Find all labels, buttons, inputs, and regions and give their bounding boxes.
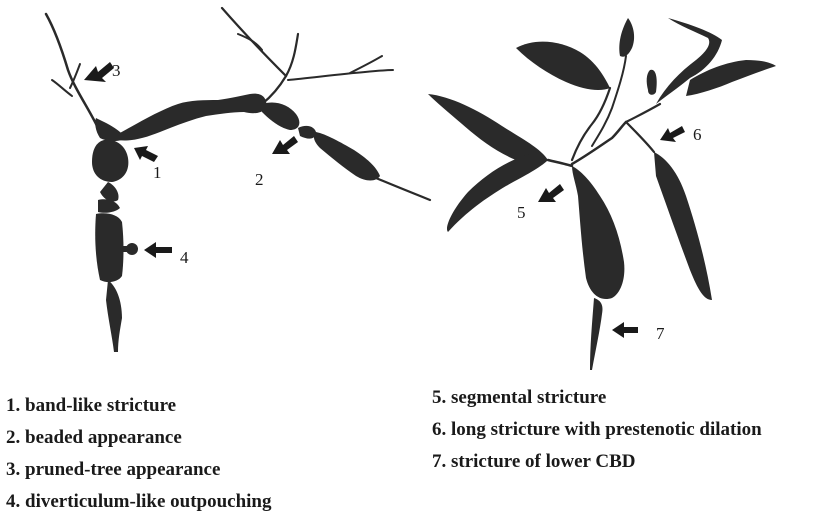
legend-item-1: 1. band-like stricture	[6, 390, 272, 422]
marker-label-7: 7	[656, 325, 665, 342]
marker-label-5: 5	[517, 204, 526, 221]
marker-label-6: 6	[693, 126, 702, 143]
right-duct-illustration	[428, 18, 776, 370]
legend-item-6: 6. long stricture with prestenotic dilat…	[432, 414, 762, 446]
marker-label-4: 4	[180, 249, 189, 266]
arrow-3	[84, 62, 114, 82]
arrow-4	[144, 242, 172, 258]
legend-item-2: 2. beaded appearance	[6, 422, 272, 454]
legend-item-5: 5. segmental stricture	[432, 382, 762, 414]
arrow-2	[272, 136, 298, 154]
legend-item-3: 3. pruned-tree appearance	[6, 454, 272, 486]
legend-item-7: 7. stricture of lower CBD	[432, 446, 762, 478]
arrow-6	[660, 126, 685, 142]
arrow-7	[612, 322, 638, 338]
arrow-1	[134, 146, 158, 162]
marker-label-2: 2	[255, 171, 264, 188]
marker-label-3: 3	[112, 62, 121, 79]
arrow-5	[538, 184, 564, 202]
legend-item-4: 4. diverticulum-like outpouching	[6, 486, 272, 518]
legend-left: 1. band-like stricture 2. beaded appeara…	[6, 390, 272, 518]
marker-label-1: 1	[153, 164, 162, 181]
left-duct-illustration	[46, 8, 430, 352]
legend-right: 5. segmental stricture 6. long stricture…	[432, 382, 762, 478]
